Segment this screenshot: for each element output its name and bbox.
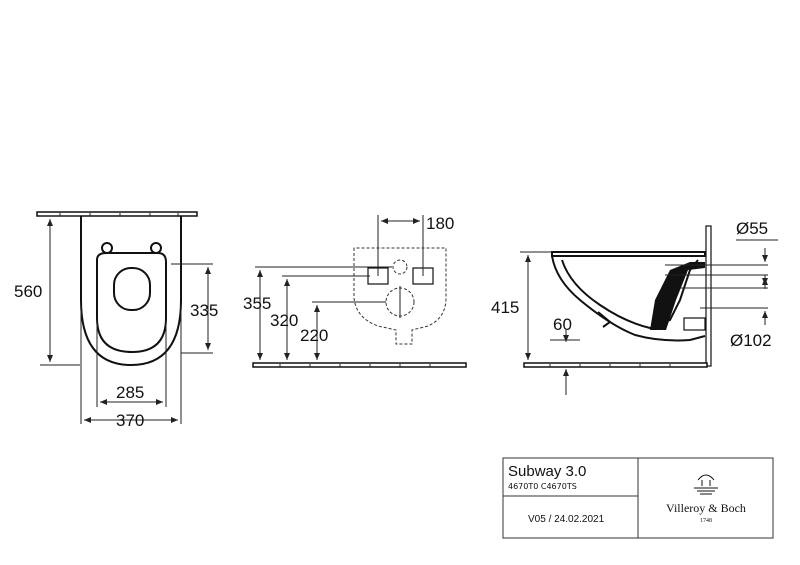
front-wall-plate [36,211,198,217]
side-outlet-pipe [683,317,706,331]
brand-name: Villeroy & Boch [666,501,746,515]
rear-water-inlet [392,259,408,275]
dim-285 [96,320,167,407]
front-bowl-opening [113,267,151,311]
rear-view: 180 355 320 220 [243,214,467,368]
side-wall [705,225,712,367]
rear-floor-line [252,362,467,368]
side-floor-line [523,362,708,368]
dim-label-335: 335 [190,301,218,320]
dim-label-180: 180 [426,214,454,233]
front-fixing-bolts [101,242,162,254]
dim-560 [40,215,80,366]
rear-floor-ticks [279,364,431,367]
dim-label-415: 415 [491,298,519,317]
dim-180 [377,215,424,276]
dim-label-370: 370 [116,411,144,430]
dim-335 [171,263,213,354]
dim-label-220: 220 [300,326,328,345]
brand-year: 1748 [700,518,712,524]
side-trap [650,262,705,330]
dim-label-320: 320 [270,311,298,330]
villeroy-boch-logo: Villeroy & Boch 1748 [666,474,746,524]
front-bowl-outline [80,216,182,367]
rear-bowl-dashed-outline [353,247,447,345]
dim-label-355: 355 [243,294,271,313]
side-floor-ticks [549,364,671,367]
front-view: 560 335 285 370 [14,211,218,430]
dim-label-285: 285 [116,383,144,402]
side-bowl-inner [561,259,699,330]
article-numbers: 4670T0 C4670TS [508,482,577,491]
side-view: Ø55 Ø102 415 60 [491,219,778,395]
side-bowl-profile [551,255,706,342]
product-name: Subway 3.0 [508,463,586,480]
dim-label-d55: Ø55 [736,219,768,238]
fountain-icon [694,474,718,495]
version-date: V05 / 24.02.2021 [528,514,605,525]
dim-label-d102: Ø102 [730,331,772,350]
title-block: Subway 3.0 4670T0 C4670TS V05 / 24.02.20… [502,457,774,539]
dim-370 [80,305,182,424]
front-seat-ring [96,252,167,354]
dim-label-560: 560 [14,282,42,301]
side-bowl-rim [551,251,706,257]
dim-label-60: 60 [553,315,572,334]
side-foot [597,311,612,328]
